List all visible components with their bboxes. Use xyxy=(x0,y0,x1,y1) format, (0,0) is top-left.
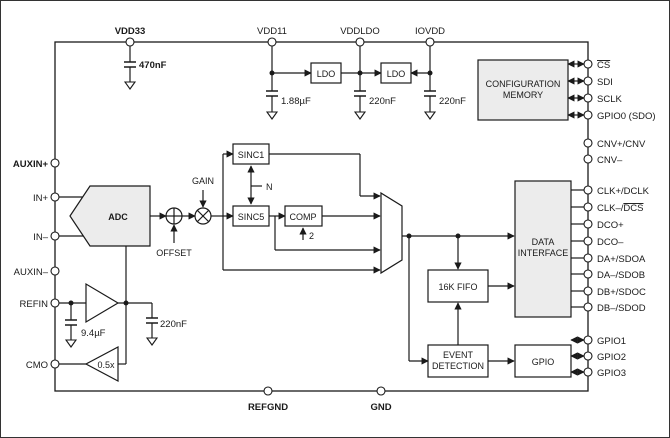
data-interface-block xyxy=(514,180,572,318)
vdd33-pin xyxy=(123,37,137,90)
data-interface-label-2: INTERFACE xyxy=(518,248,569,258)
pin-circle-gpio1 xyxy=(583,335,593,345)
offset-adder xyxy=(165,207,183,225)
vdd11-pin xyxy=(265,37,279,120)
event-label-2: DETECTION xyxy=(432,361,484,371)
pin-cnv-p: CNV+/CNV xyxy=(597,139,646,150)
pin-circle-cnv-p xyxy=(583,138,593,148)
cap-220nf-ldo-label: 220nF xyxy=(369,96,396,107)
pin-circle-gpio2 xyxy=(583,351,593,361)
pin-circle-gnd xyxy=(376,386,386,396)
pin-circle-in-n xyxy=(50,231,60,241)
pin-gpio3: GPIO3 xyxy=(597,368,626,379)
pin-in-n: IN– xyxy=(33,232,49,243)
iovdd-label: IOVDD xyxy=(415,26,445,37)
pin-refgnd: REFGND xyxy=(248,402,288,413)
iovdd-pin xyxy=(423,37,437,120)
pin-circle-refin xyxy=(50,298,60,308)
pin-circle-cmo xyxy=(50,359,60,369)
fifo-label: 16K FIFO xyxy=(438,282,477,292)
n-label: N xyxy=(266,182,273,192)
vdd33-label: VDD33 xyxy=(115,26,146,37)
comp-value-label: 2 xyxy=(309,231,314,241)
pin-circle-in-p xyxy=(50,192,60,202)
config-memory-label-2: MEMORY xyxy=(503,90,543,100)
pin-dco-p: DCO+ xyxy=(597,220,624,231)
pin-gpio0: GPIO0 (SDO) xyxy=(597,111,656,122)
pin-circle-gpio3 xyxy=(583,367,593,377)
configuration-memory-block xyxy=(477,59,569,121)
pin-gpio2: GPIO2 xyxy=(597,352,626,363)
pin-auxin-n: AUXIN– xyxy=(14,267,49,278)
refin-buffer xyxy=(85,282,120,324)
pin-circle-refgnd xyxy=(263,386,273,396)
pin-circle-cnv-n xyxy=(583,154,593,164)
cap-220nf-io-label: 220nF xyxy=(439,96,466,107)
vdd11-label: VDD11 xyxy=(257,26,287,37)
pin-cmo: CMO xyxy=(26,360,48,371)
pin-da-p: DA+/SDOA xyxy=(597,254,646,265)
pin-dco-n: DCO– xyxy=(597,237,624,248)
gpio-block xyxy=(514,344,572,378)
pin-circle-auxin-n xyxy=(50,266,60,276)
offset-label: OFFSET xyxy=(156,248,192,258)
pin-gpio1: GPIO1 xyxy=(597,336,626,347)
pin-auxin-p: AUXIN+ xyxy=(13,159,49,170)
ldo-label-1: LDO xyxy=(317,69,336,79)
pin-cnv-n: CNV– xyxy=(597,155,623,166)
gain-label: GAIN xyxy=(192,176,214,186)
pin-db-n: DB–/SDOD xyxy=(597,303,646,314)
gpio-block-label: GPIO xyxy=(532,357,555,367)
pin-clk-p: CLK+/DCLK xyxy=(597,186,650,197)
pin-in-p: IN+ xyxy=(33,193,49,204)
vddldo-label: VDDLDO xyxy=(340,26,380,37)
event-detection-block xyxy=(427,344,489,378)
pin-refin: REFIN xyxy=(20,299,49,310)
ldo-label-2: LDO xyxy=(387,69,406,79)
cmo-buffer-label: 0.5x xyxy=(97,360,115,370)
pin-da-n: DA–/SDOB xyxy=(597,270,645,281)
pin-cs: CS xyxy=(597,60,610,71)
cap-470nf-label: 470nF xyxy=(139,60,167,71)
pin-sdi: SDI xyxy=(597,77,613,88)
sinc1-label: SINC1 xyxy=(238,150,265,160)
sinc5-label: SINC5 xyxy=(238,212,265,222)
data-interface-pin-lines xyxy=(571,185,593,312)
pin-sclk: SCLK xyxy=(597,94,622,105)
comp-label: COMP xyxy=(290,212,317,222)
config-memory-label-1: CONFIGURATION xyxy=(486,79,561,89)
fifo-block xyxy=(427,269,489,303)
chip-outline xyxy=(54,41,589,392)
gain-multiplier xyxy=(194,207,212,225)
vddldo-pin xyxy=(353,37,367,120)
cap-1-88uf-label: 1.88µF xyxy=(281,96,311,107)
cap-9-4uf-label: 9.4µF xyxy=(81,328,106,339)
config-pin-circles xyxy=(583,59,593,120)
pin-clk-n: CLK–/DCS xyxy=(597,203,643,214)
pin-circle-auxin-p xyxy=(50,158,60,168)
mux-block xyxy=(380,191,403,275)
pin-gnd: GND xyxy=(370,402,391,413)
adc-label: ADC xyxy=(108,212,128,222)
data-interface-label-1: DATA xyxy=(532,237,555,247)
event-label-1: EVENT xyxy=(443,350,474,360)
pin-db-p: DB+/SDOC xyxy=(597,287,646,298)
cap-220nf-refin-label: 220nF xyxy=(160,319,187,330)
